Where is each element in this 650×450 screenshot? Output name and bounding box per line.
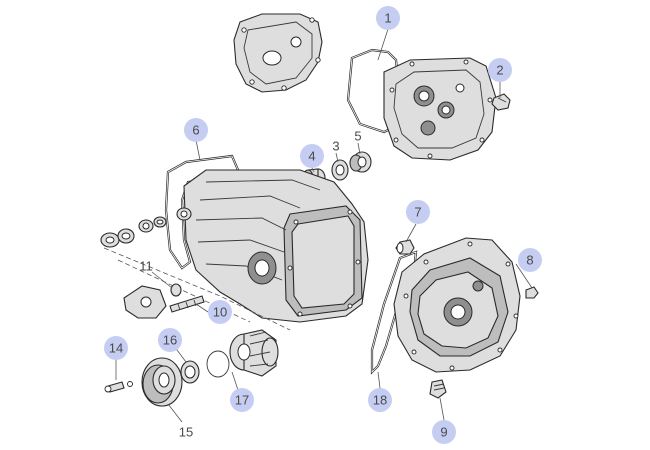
clutch-bellhousing [393, 237, 521, 373]
callout-label-5: 5 [354, 129, 361, 144]
callout-7: 7 [406, 200, 430, 224]
plug-part-7 [395, 239, 415, 255]
callout-label-7: 7 [414, 205, 421, 220]
callout-label-4: 4 [308, 149, 315, 164]
callout-15: 15 [179, 425, 193, 440]
drain-plug-part-2 [491, 93, 511, 111]
callout-10: 10 [208, 300, 232, 324]
callout-label-10: 10 [213, 305, 227, 320]
callout-label-18: 18 [373, 393, 387, 408]
flange-part-15 [141, 357, 183, 407]
main-gearbox-housing [176, 169, 369, 323]
callout-label-6: 6 [192, 123, 199, 138]
callout-2: 2 [488, 58, 512, 82]
callout-label-11: 11 [139, 259, 153, 274]
callout-8: 8 [518, 248, 542, 272]
callout-4: 4 [300, 144, 324, 168]
bearing-part-3 [331, 159, 349, 181]
callout-11: 11 [139, 259, 153, 274]
callout-label-14: 14 [109, 341, 123, 356]
callout-9: 9 [432, 420, 456, 444]
callout-1: 1 [376, 6, 400, 30]
shaft-part-10 [169, 295, 205, 313]
callout-label-3: 3 [332, 139, 339, 154]
bolt-part-14 [104, 381, 133, 393]
seal-part-16 [180, 360, 200, 384]
main-case-gasket [164, 154, 240, 270]
callout-label-17: 17 [235, 393, 249, 408]
synchro-part-17 [229, 329, 279, 377]
plug-part-8 [525, 286, 539, 299]
drain-plug-part-9 [429, 379, 447, 399]
callout-6: 6 [184, 118, 208, 142]
callout-16: 16 [158, 328, 182, 352]
end-cover-top [233, 13, 323, 93]
snap-ring [206, 350, 230, 378]
bearing-part-5 [349, 151, 372, 173]
callout-label-15: 15 [179, 425, 193, 440]
callout-14: 14 [104, 336, 128, 360]
leader-lines [115, 28, 533, 423]
rear-end-plate [383, 57, 497, 161]
callout-3: 3 [332, 139, 339, 154]
callout-5: 5 [354, 129, 361, 144]
callout-label-9: 9 [440, 425, 447, 440]
callout-label-16: 16 [163, 333, 177, 348]
callout-18: 18 [368, 388, 392, 412]
selector-housing-part-11 [123, 283, 182, 319]
input-bearing-stack [100, 216, 167, 248]
callout-17: 17 [230, 388, 254, 412]
callout-label-2: 2 [496, 63, 503, 78]
callout-label-1: 1 [384, 11, 391, 26]
callout-label-8: 8 [526, 253, 533, 268]
